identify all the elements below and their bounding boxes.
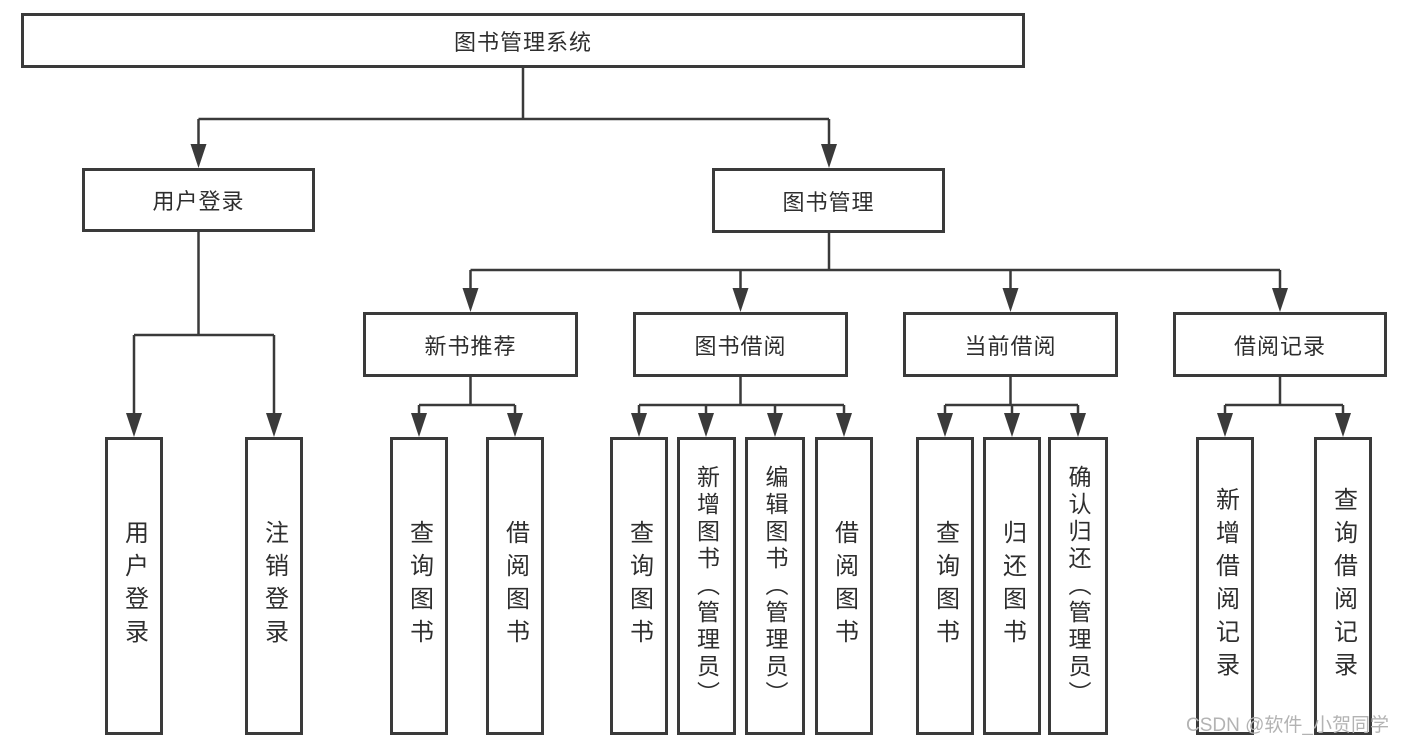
node-book-borrow: 图书借阅: [633, 312, 848, 377]
csdn-watermark: CSDN @软件_小贺同学: [1186, 715, 1389, 736]
node-current-borrow: 当前借阅: [903, 312, 1118, 377]
arrow-down-icon: [1004, 413, 1020, 437]
node-user-login-label: 用户登录: [152, 189, 245, 214]
node-book-management: 图书管理: [712, 168, 945, 233]
arrow-down-icon: [732, 288, 749, 312]
arrow-down-icon: [462, 288, 479, 312]
connector-paths: [132, 68, 1345, 415]
arrow-down-icon: [126, 413, 142, 437]
leaf-confirm-return-admin: 确认归还（管理员）: [1048, 437, 1108, 735]
leaf-add-borrow-record-label: 新增借阅记录: [1211, 487, 1239, 685]
node-root: 图书管理系统: [21, 13, 1025, 68]
leaf-query-borrow-record: 查询借阅记录: [1314, 437, 1372, 735]
leaf-borrow-book-2-label: 借阅图书: [830, 520, 858, 652]
arrow-down-icon: [937, 413, 953, 437]
arrow-down-icon: [1217, 413, 1233, 437]
leaf-query-book-2: 查询图书: [610, 437, 668, 735]
arrow-down-icon: [411, 413, 427, 437]
leaf-add-book-admin: 新增图书（管理员）: [677, 437, 736, 735]
arrow-down-icon: [821, 144, 837, 168]
arrow-down-icon: [767, 413, 783, 437]
arrow-down-icon: [631, 413, 647, 437]
arrow-down-icon: [266, 413, 282, 437]
arrow-down-icon: [836, 413, 852, 437]
leaf-query-book-3: 查询图书: [916, 437, 974, 735]
arrow-down-icon: [698, 413, 714, 437]
leaf-add-book-admin-label: 新增图书（管理员）: [693, 464, 720, 708]
leaf-user-login-label: 用户登录: [120, 520, 148, 652]
node-new-book-recommend: 新书推荐: [363, 312, 578, 377]
leaf-query-book-1-label: 查询图书: [405, 520, 433, 652]
leaf-borrow-book-1-label: 借阅图书: [501, 520, 529, 652]
node-user-login: 用户登录: [82, 168, 315, 232]
leaf-return-book: 归还图书: [983, 437, 1041, 735]
leaf-return-book-label: 归还图书: [998, 520, 1026, 652]
arrow-down-icon: [1070, 413, 1086, 437]
leaf-user-login: 用户登录: [105, 437, 163, 735]
leaf-query-book-2-label: 查询图书: [625, 520, 653, 652]
leaf-edit-book-admin: 编辑图书（管理员）: [745, 437, 805, 735]
leaf-query-borrow-record-label: 查询借阅记录: [1329, 487, 1357, 685]
node-new-book-recommend-label: 新书推荐: [424, 333, 517, 359]
leaf-query-book-1: 查询图书: [390, 437, 448, 735]
arrow-down-icon: [190, 144, 207, 168]
node-borrow-record: 借阅记录: [1173, 312, 1387, 377]
leaf-borrow-book-1: 借阅图书: [486, 437, 544, 735]
node-book-management-label: 图书管理: [782, 189, 875, 215]
leaf-confirm-return-admin-label: 确认归还（管理员）: [1065, 464, 1091, 708]
arrow-down-icon: [507, 413, 523, 437]
leaf-query-book-3-label: 查询图书: [931, 520, 959, 652]
leaf-logout-label: 注销登录: [260, 520, 288, 652]
leaf-edit-book-admin-label: 编辑图书（管理员）: [762, 464, 788, 708]
arrow-down-icon: [1272, 288, 1288, 312]
node-root-label: 图书管理系统: [453, 29, 592, 55]
node-book-borrow-label: 图书借阅: [694, 333, 787, 359]
node-borrow-record-label: 借阅记录: [1233, 333, 1326, 359]
leaf-add-borrow-record: 新增借阅记录: [1196, 437, 1254, 735]
leaf-borrow-book-2: 借阅图书: [815, 437, 873, 735]
arrow-down-icon: [1002, 288, 1019, 312]
arrowheads: [126, 144, 1351, 437]
arrow-down-icon: [1335, 413, 1351, 437]
node-current-borrow-label: 当前借阅: [964, 333, 1057, 359]
leaf-logout: 注销登录: [245, 437, 303, 735]
